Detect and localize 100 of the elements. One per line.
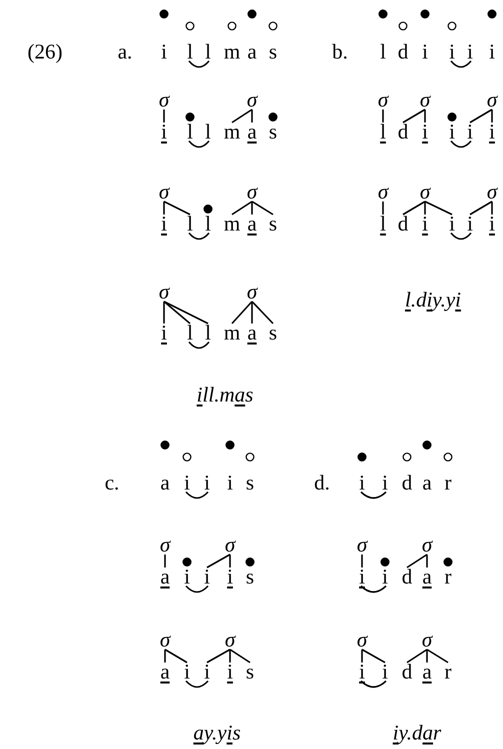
association-line [402, 108, 426, 124]
association-line [426, 554, 428, 568]
segment-letter: l [187, 214, 193, 234]
segment-letter: a [247, 214, 257, 234]
association-line [164, 650, 166, 662]
segment-letter: i [382, 566, 388, 588]
example-number: (26) [28, 42, 62, 62]
syllable-symbol: σ [356, 534, 368, 556]
association-line [164, 300, 208, 324]
association-line [229, 554, 231, 568]
association-line [470, 108, 492, 124]
segment-letter: m [224, 122, 240, 142]
segment-letter: i [422, 214, 428, 234]
association-line [382, 202, 384, 214]
association-line [426, 650, 428, 662]
segment-letter: r [444, 566, 452, 588]
segment-letter: a [422, 566, 432, 588]
segment-letter: i [467, 42, 473, 62]
segment-letter: i [359, 662, 365, 682]
segment-letter: i [184, 472, 190, 494]
segment-letter: s [268, 42, 278, 62]
segment-letter: i [161, 122, 167, 142]
association-line [382, 110, 384, 122]
segment-letter: i [184, 566, 190, 588]
segment-letter: l [205, 214, 211, 234]
segment-letter: a [422, 662, 432, 682]
association-line [424, 202, 426, 214]
segment-letter: i [204, 566, 210, 588]
association-line [206, 648, 230, 664]
association-line [164, 648, 188, 664]
association-line [206, 554, 230, 568]
segment-letter: r [444, 662, 452, 682]
segment-letter: s [246, 566, 254, 588]
segment-letter: d [398, 42, 408, 62]
syllable-symbol: σ [160, 630, 170, 650]
segment-letter: d [398, 214, 408, 234]
segment-letter: i [449, 42, 455, 62]
segment-letter: l [380, 122, 386, 142]
segment-letter: l [205, 122, 211, 142]
association-line [406, 554, 428, 568]
association-line [251, 202, 253, 214]
segment-letter: i [161, 214, 167, 234]
transcription: ill.mas [196, 384, 254, 406]
association-line [232, 108, 252, 124]
association-line [406, 648, 428, 664]
syllable-symbol: σ [224, 534, 236, 556]
segment-letter: a [247, 322, 257, 344]
association-line [230, 648, 250, 664]
segment-letter: l [205, 322, 211, 344]
association-line [164, 200, 190, 216]
segment-letter: i [422, 122, 428, 142]
segment-letter: i [467, 122, 473, 142]
syllable-symbol: σ [158, 282, 170, 302]
association-line [361, 650, 363, 662]
segment-letter: m [224, 214, 240, 234]
association-line [232, 200, 252, 216]
segment-letter: l [380, 214, 386, 234]
segment-letter: i [422, 42, 428, 62]
syllable-symbol: σ [422, 630, 432, 650]
example-letter: b. [332, 42, 348, 62]
segment-letter: i [204, 662, 210, 682]
segment-letter: i [449, 122, 455, 142]
syllable-symbol: σ [420, 182, 430, 202]
association-line [163, 300, 191, 324]
association-line [164, 554, 166, 568]
syllable-symbol: σ [224, 630, 236, 650]
association-line [424, 110, 426, 122]
segment-letter: a [160, 566, 170, 588]
segment-letter: d [398, 122, 408, 142]
association-line [361, 554, 363, 568]
segment-letter: i [359, 472, 365, 494]
segment-letter: s [268, 122, 278, 142]
segment-letter: d [402, 472, 412, 494]
example-letter: a. [118, 42, 132, 62]
segment-letter: i [227, 472, 233, 494]
segment-letter: i [489, 42, 495, 62]
segment-letter: i [359, 566, 365, 588]
segment-letter: l [187, 322, 193, 344]
syllable-symbol: σ [486, 182, 498, 202]
segment-letter: i [382, 662, 388, 682]
segment-letter: l [205, 42, 211, 62]
segment-letter: l [380, 42, 386, 62]
segment-letter: i [161, 42, 167, 62]
association-line [231, 300, 253, 324]
segment-letter: a [160, 472, 170, 494]
syllable-symbol: σ [356, 630, 368, 650]
segment-letter: l [187, 122, 193, 142]
example-letter: c. [104, 472, 120, 494]
segment-letter: i [449, 214, 455, 234]
syllable-symbol: σ [246, 282, 258, 302]
association-line [362, 648, 386, 664]
association-line [251, 302, 253, 324]
segment-letter: s [268, 322, 278, 344]
syllable-symbol: σ [378, 90, 388, 110]
association-line [163, 110, 165, 122]
syllable-symbol: σ [486, 90, 498, 110]
segment-letter: a [247, 122, 257, 142]
segment-letter: d [402, 566, 412, 588]
segment-letter: m [224, 42, 240, 62]
association-line [491, 110, 493, 122]
